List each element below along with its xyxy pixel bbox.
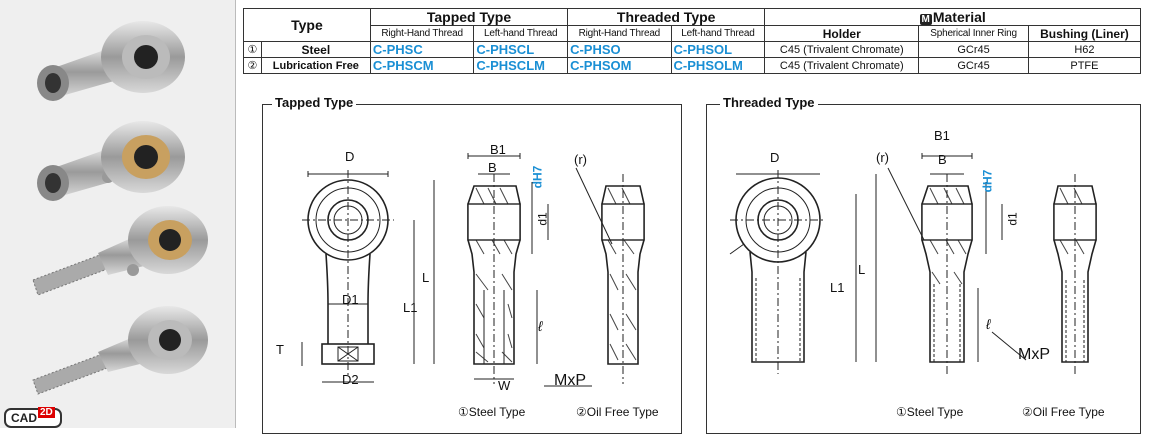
type-header: Type bbox=[243, 8, 371, 42]
part-code-link[interactable]: C-PHSOM bbox=[567, 57, 672, 74]
rh-thread-header-2: Right-Hand Thread bbox=[567, 25, 672, 42]
thr-dim-L: L bbox=[858, 262, 866, 277]
ring-material: GCr45 bbox=[918, 57, 1029, 74]
bushing-header: Bushing (Liner) bbox=[1027, 25, 1142, 42]
part-code-link[interactable]: C-PHSOL bbox=[670, 41, 766, 58]
dim-W: W bbox=[498, 378, 511, 393]
tapped-type-title: Tapped Type bbox=[272, 95, 357, 110]
dim-D: D bbox=[345, 149, 355, 164]
dim-B: B bbox=[488, 160, 497, 175]
table-row: ① Steel C-PHSC C-PHSCL C-PHSO C-PHSOL C4… bbox=[243, 41, 1142, 58]
dim-T: T bbox=[276, 342, 284, 357]
rod-end-photo-threaded-lubfree bbox=[32, 206, 208, 296]
material-header-text: Material bbox=[932, 9, 986, 25]
part-code-link[interactable]: C-PHSCM bbox=[369, 57, 475, 74]
dim-L: L bbox=[422, 270, 430, 285]
part-code-link[interactable]: C-PHSCL bbox=[473, 41, 569, 58]
thr-dim-D: D bbox=[770, 150, 780, 165]
dim-l: ℓ bbox=[538, 318, 543, 334]
threaded-type-header: Threaded Type bbox=[567, 8, 766, 26]
dim-L1: L1 bbox=[403, 300, 418, 315]
thr-dim-dH7: dH7 bbox=[980, 169, 995, 193]
thr-dim-MxP: MxP bbox=[1018, 346, 1050, 363]
holder-material: C45 (Trivalent Chromate) bbox=[764, 41, 920, 58]
thr-dim-l: ℓ bbox=[986, 316, 991, 332]
thr-dim-B: B bbox=[938, 152, 947, 167]
thr-dim-B1: B1 bbox=[934, 128, 950, 143]
ring-material: GCr45 bbox=[918, 41, 1029, 58]
rod-end-photo-threaded-steel bbox=[32, 306, 208, 395]
caption-oil-free-type: ②Oil Free Type bbox=[576, 405, 659, 419]
row-num: ① bbox=[243, 41, 262, 58]
part-code-link[interactable]: C-PHSO bbox=[567, 41, 672, 58]
lh-thread-header: Left-hand Thread bbox=[473, 25, 569, 42]
lh-thread-header-2: Left-hand Thread bbox=[670, 25, 766, 42]
thr-caption-steel-type: ①Steel Type bbox=[896, 405, 964, 419]
bushing-material: PTFE bbox=[1027, 57, 1142, 74]
threaded-type-title: Threaded Type bbox=[720, 95, 818, 110]
tapped-type-header: Tapped Type bbox=[369, 8, 569, 26]
row-type: Lubrication Free bbox=[260, 57, 371, 74]
cad-label: CAD bbox=[11, 411, 37, 425]
dim-r: (r) bbox=[574, 152, 587, 167]
part-code-link[interactable]: C-PHSOLM bbox=[670, 57, 766, 74]
cad-2d-tag: 2D bbox=[38, 407, 55, 418]
dim-d1: d1 bbox=[535, 212, 550, 226]
tapped-type-diagram bbox=[301, 153, 645, 387]
dim-dH7: dH7 bbox=[530, 165, 545, 189]
thr-dim-L1: L1 bbox=[830, 280, 845, 295]
dim-MxP: MxP bbox=[554, 372, 586, 389]
rod-end-photo-tapped-steel bbox=[37, 21, 185, 101]
rh-thread-header: Right-Hand Thread bbox=[369, 25, 475, 42]
rod-end-photo-tapped-lubfree bbox=[37, 121, 185, 201]
holder-header: Holder bbox=[764, 25, 920, 42]
thr-caption-oil-free-type: ②Oil Free Type bbox=[1022, 405, 1105, 419]
holder-material: C45 (Trivalent Chromate) bbox=[764, 57, 920, 74]
part-code-link[interactable]: C-PHSC bbox=[369, 41, 475, 58]
inner-ring-header: Spherical Inner Ring bbox=[918, 25, 1029, 42]
row-num: ② bbox=[243, 57, 262, 74]
threaded-type-diagram bbox=[729, 153, 1097, 374]
material-m-badge: M bbox=[919, 14, 932, 25]
dim-B1: B1 bbox=[490, 142, 506, 157]
dim-D2: D2 bbox=[342, 372, 359, 387]
part-code-link[interactable]: C-PHSCLM bbox=[473, 57, 569, 74]
row-type: Steel bbox=[260, 41, 371, 58]
thr-dim-d1: d1 bbox=[1005, 212, 1020, 226]
caption-steel-type: ①Steel Type bbox=[458, 405, 526, 419]
bushing-material: H62 bbox=[1027, 41, 1142, 58]
thr-dim-r: (r) bbox=[876, 150, 889, 165]
table-row: ② Lubrication Free C-PHSCM C-PHSCLM C-PH… bbox=[243, 57, 1142, 74]
dim-D1: D1 bbox=[342, 292, 359, 307]
